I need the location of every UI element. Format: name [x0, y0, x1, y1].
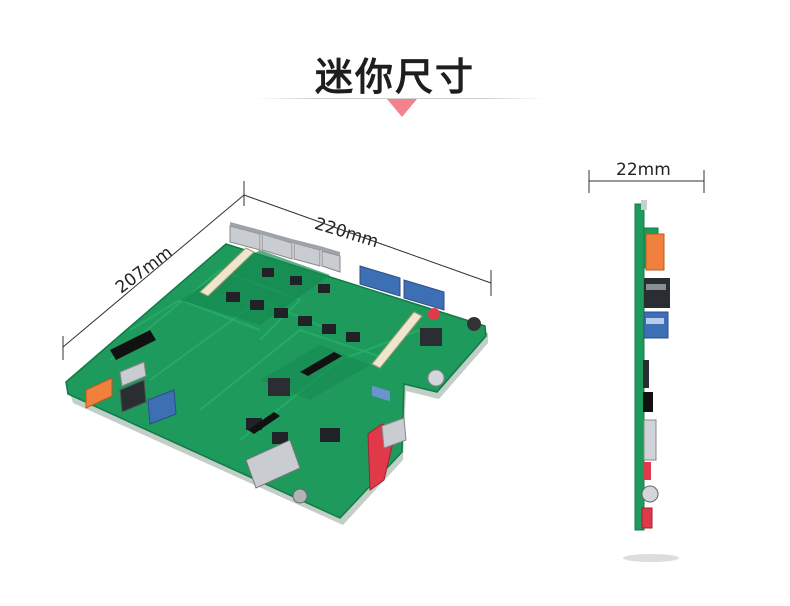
- serial-ports: [359, 265, 445, 402]
- width-dimension-line: [243, 181, 492, 296]
- thickness-dimension-label: 22mm: [616, 160, 671, 180]
- motherboard: [65, 222, 488, 525]
- front-io: [85, 330, 177, 425]
- depth-dimension-line: [62, 194, 245, 360]
- sim-card-holder: [245, 439, 301, 489]
- rj45-ports: [229, 222, 341, 273]
- page-title: 迷你尺寸: [314, 55, 475, 99]
- pcie-slot-left: [199, 247, 255, 297]
- title-arrow-icon: [387, 99, 417, 117]
- title-divider: [255, 98, 545, 99]
- thickness-dimension-line: [588, 170, 705, 193]
- pcie-slot-right: [371, 311, 423, 369]
- side-profile-board: [623, 200, 679, 562]
